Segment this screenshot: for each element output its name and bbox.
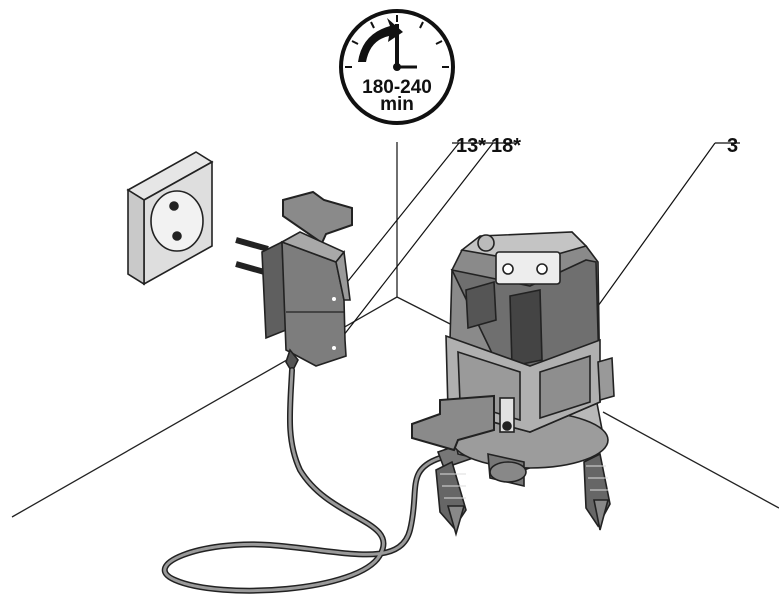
callout-18: 18* — [491, 135, 521, 157]
wall-socket-icon — [128, 152, 212, 284]
laser-level-icon — [436, 232, 614, 534]
callout-13: 13* — [456, 135, 486, 157]
clock-icon: 180-240 min — [341, 11, 453, 123]
charger-icon — [236, 232, 350, 372]
clock-unit: min — [380, 94, 414, 115]
callout-3: 3 — [727, 135, 738, 157]
charging-cable — [165, 370, 440, 591]
room-corner — [12, 142, 779, 517]
